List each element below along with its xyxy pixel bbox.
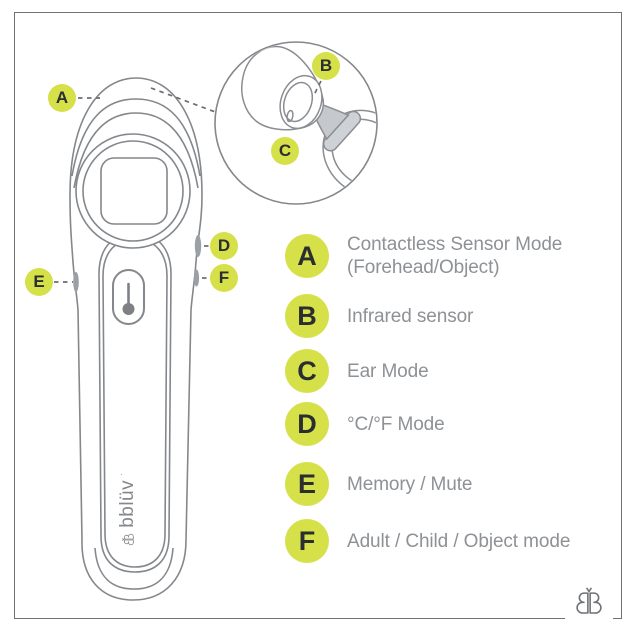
side-button-f — [193, 269, 200, 287]
handle-brand-logo: bblüv · — [117, 470, 139, 550]
legend-row-f: F Adult / Child / Object mode — [285, 519, 570, 563]
thermometer-icon — [122, 282, 135, 315]
legend-label-b: Infrared sensor — [347, 305, 474, 327]
legend-row-d: D °C/°F Mode — [285, 402, 445, 446]
legend-badge-d: D — [285, 402, 329, 446]
butterfly-icon — [121, 533, 134, 545]
brand-text: bblüv — [117, 479, 138, 528]
legend-badge-c: C — [285, 349, 329, 393]
corner-brand-logo — [565, 582, 613, 620]
legend-row-c: C Ear Mode — [285, 349, 429, 393]
legend-label-a: Contactless Sensor Mode (Forehead/Object… — [347, 234, 563, 278]
legend-label-d: °C/°F Mode — [347, 413, 445, 435]
legend-badge-b: B — [285, 294, 329, 338]
leader-lines — [54, 80, 322, 283]
legend-badge-e: E — [285, 462, 329, 506]
callout-a: A — [48, 84, 76, 112]
callout-f: F — [210, 264, 238, 292]
legend-row-a: A Contactless Sensor Mode (Forehead/Obje… — [285, 234, 562, 278]
callout-c: C — [271, 137, 299, 165]
legend-row-b: B Infrared sensor — [285, 294, 473, 338]
side-button-e — [73, 272, 79, 292]
callout-e: E — [25, 268, 53, 296]
side-button-d — [194, 235, 202, 257]
callout-b: B — [312, 52, 340, 80]
legend-row-e: E Memory / Mute — [285, 462, 473, 506]
trademark-dot: · — [117, 473, 126, 476]
protective-cap — [241, 45, 325, 131]
display-screen — [100, 157, 168, 225]
legend-label-c: Ear Mode — [347, 360, 429, 382]
legend-badge-f: F — [285, 519, 329, 563]
legend-label-e: Memory / Mute — [347, 473, 473, 495]
callout-d: D — [210, 232, 238, 260]
legend-label-f: Adult / Child / Object mode — [347, 530, 571, 552]
legend-badge-a: A — [285, 234, 329, 278]
butterfly-icon — [576, 587, 602, 614]
